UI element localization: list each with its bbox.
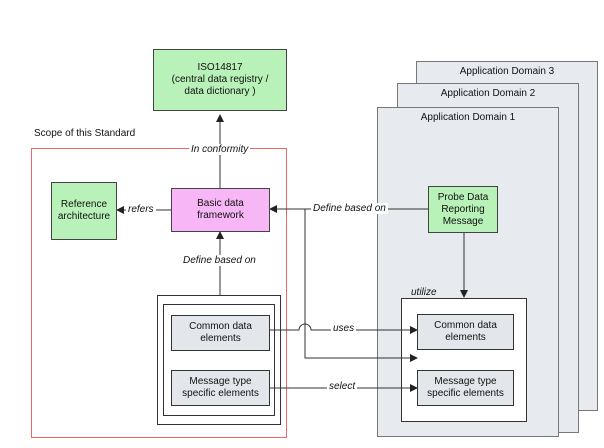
application-domain-3-title: Application Domain 3 [459,66,555,77]
refers-label: refers [126,204,156,215]
define-based-on-left-label: Define based on [181,255,258,266]
utilize-label: utilize [411,287,437,298]
uses-label: uses [331,323,357,334]
common-data-elements-left-box: Common data elements [171,315,270,351]
define-based-on-top-label: Define based on [311,203,388,214]
common-data-elements-right-box: Common data elements [417,314,514,350]
probe-data-reporting-message-box: Probe Data Reporting Message [428,186,498,233]
in-conformity-label: In conformity [189,144,251,155]
message-type-specific-elements-right-box: Message type specific elements [417,370,514,406]
reference-architecture-box: Reference architecture [51,182,117,240]
application-domain-2-title: Application Domain 2 [440,88,536,99]
iso14817-box: ISO14817 (central data registry / data d… [153,49,287,111]
select-label: select [327,381,358,392]
scope-frame [31,148,287,438]
basic-data-framework-box: Basic data framework [171,188,270,232]
application-domain-1-title: Application Domain 1 [420,112,516,123]
message-type-specific-elements-left-box: Message type specific elements [171,370,270,406]
scope-title: Scope of this Standard [34,128,136,139]
